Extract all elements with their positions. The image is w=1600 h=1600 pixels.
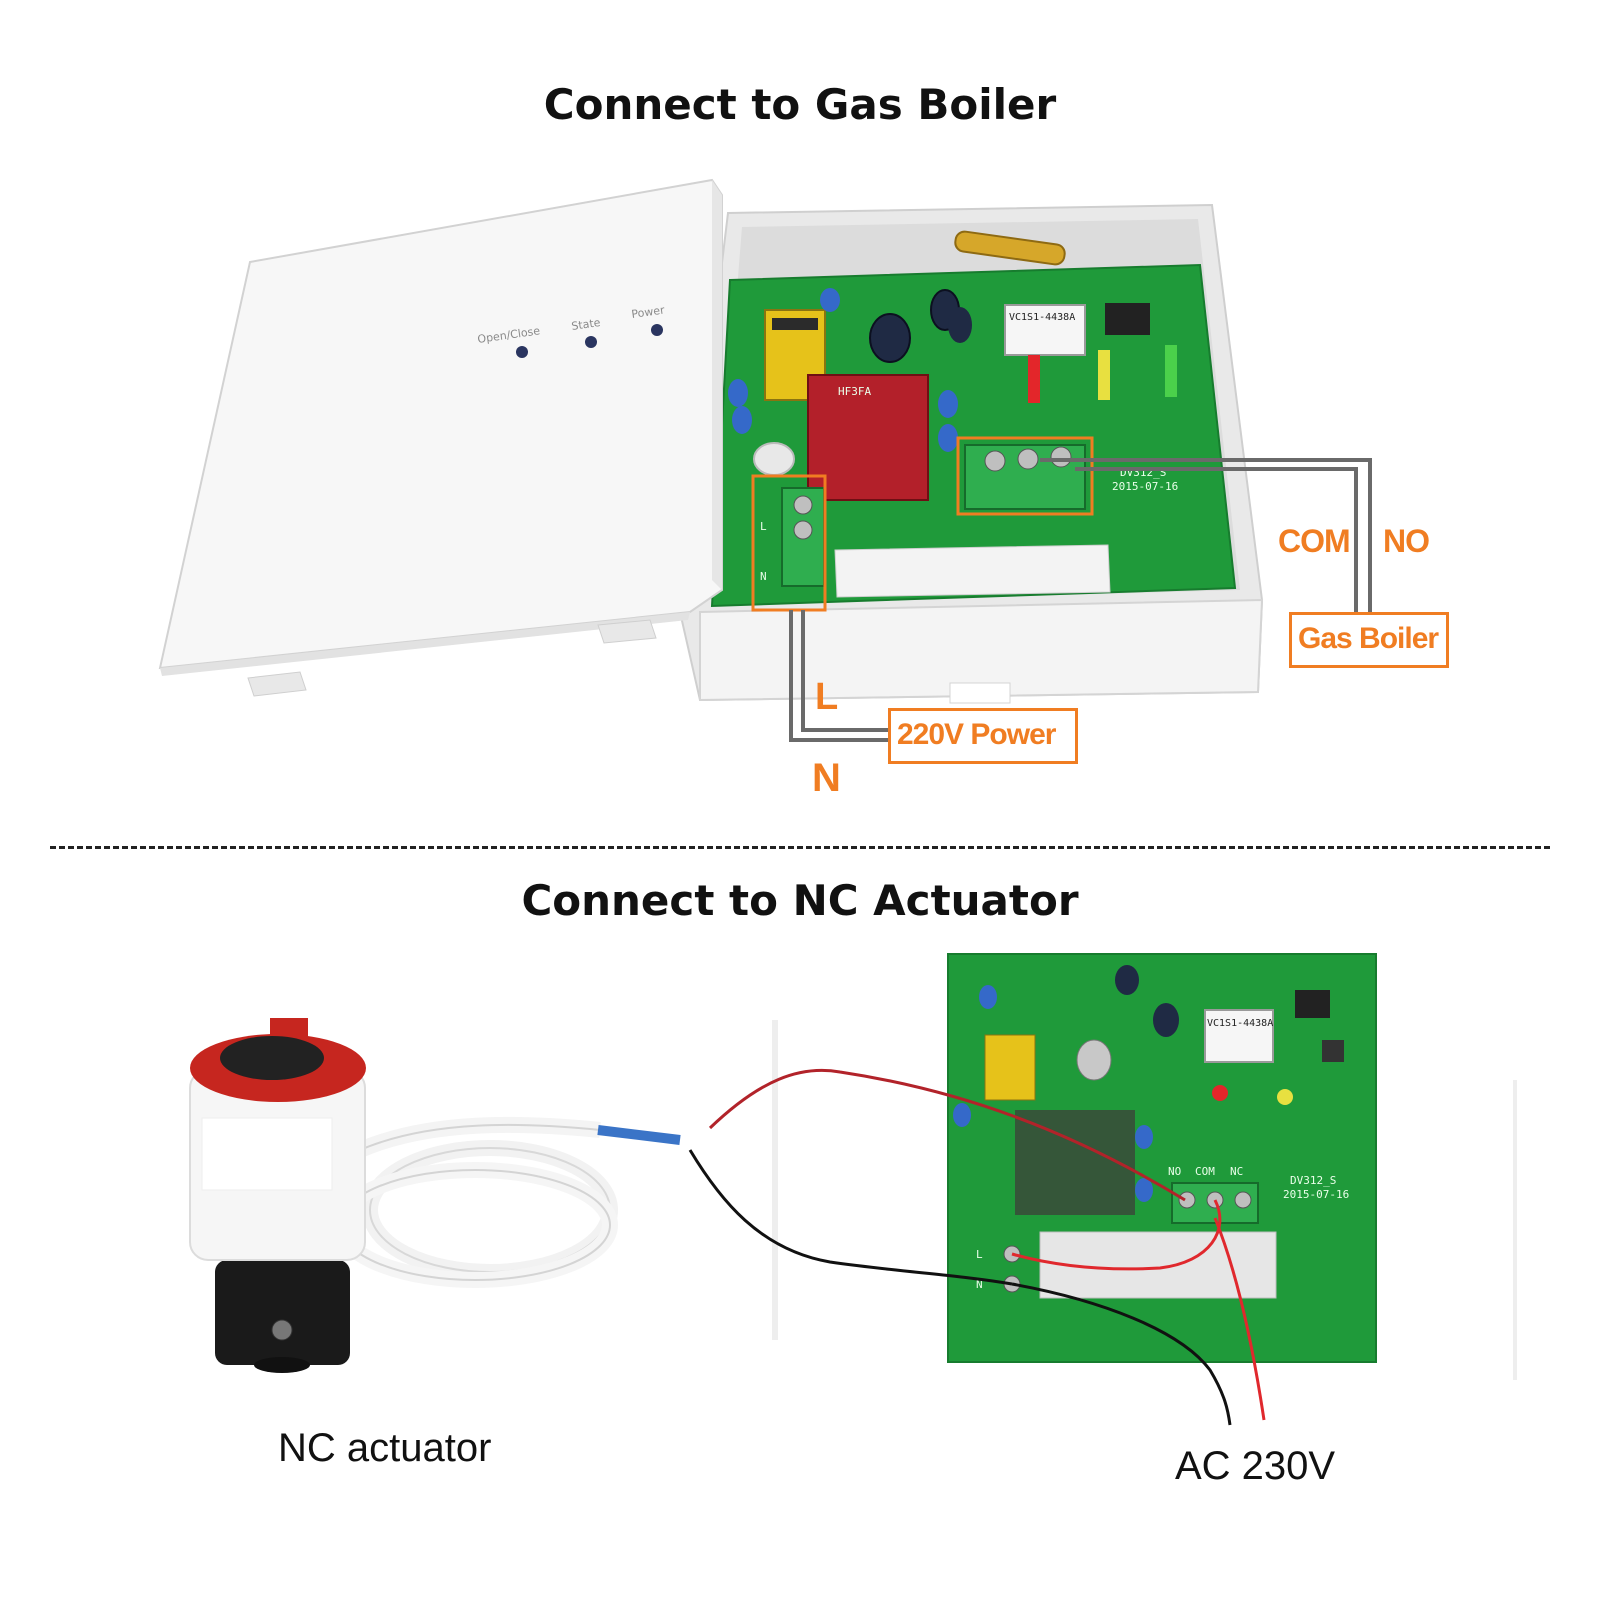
section-divider <box>50 846 1550 849</box>
pcb-board: HF3FA VC1S1-4438A DV312_S 2015-07-16 <box>710 230 1237 608</box>
label-no: NO <box>1383 523 1430 559</box>
relay-marking: HF3FA <box>838 385 871 398</box>
rf-module-marking: VC1S1-4438A <box>1009 312 1075 323</box>
closeup-label-n: N <box>976 1278 983 1291</box>
caption-ac-230v: AC 230V <box>1175 1444 1336 1488</box>
receiver-lid: Open/Close State Power <box>158 178 723 697</box>
boiler-wires <box>1040 458 1372 612</box>
nc-actuator <box>189 1018 681 1373</box>
title-connect-gas-boiler: Connect to Gas Boiler <box>543 80 1057 129</box>
closeup-term-nc: NC <box>1230 1165 1243 1178</box>
closeup-label-l: L <box>976 1248 983 1261</box>
label-n: N <box>812 756 841 800</box>
label-l: L <box>815 676 838 718</box>
actuator-wires <box>688 1068 1266 1426</box>
closeup-term-com: COM <box>1195 1165 1215 1178</box>
caption-nc-actuator: NC actuator <box>278 1426 492 1470</box>
closeup-board-date: 2015-07-16 <box>1283 1188 1349 1201</box>
pcb-label-l: L <box>760 520 767 533</box>
label-com: COM <box>1278 523 1351 559</box>
pcb-closeup: VC1S1-4438A NO COM NC DV312_S 2015-07-16… <box>947 953 1377 1363</box>
power-wires <box>789 610 888 742</box>
board-date: 2015-07-16 <box>1112 480 1178 493</box>
pcb-label-n: N <box>760 570 767 583</box>
led-label-power: Power <box>631 303 666 321</box>
closeup-term-no: NO <box>1168 1165 1181 1178</box>
label-220v-power: 220V Power <box>888 708 1078 764</box>
closeup-rf-marking: VC1S1-4438A <box>1207 1018 1273 1029</box>
led-label-state: State <box>571 316 602 333</box>
title-connect-nc-actuator: Connect to NC Actuator <box>521 876 1079 925</box>
output-terminal-highlight <box>956 436 1094 516</box>
label-gas-boiler: Gas Boiler <box>1289 612 1449 668</box>
closeup-board-marking: DV312_S <box>1290 1174 1336 1187</box>
